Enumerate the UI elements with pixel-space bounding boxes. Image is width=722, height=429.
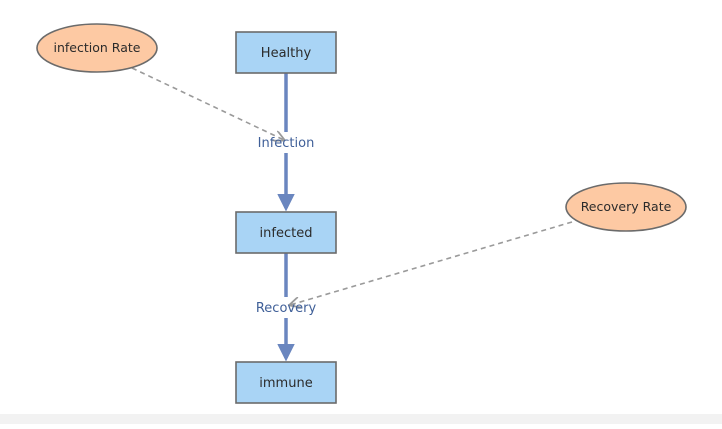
stock-immune-label: immune (259, 376, 312, 391)
link-recovery-rate-to-recovery[interactable] (290, 221, 573, 305)
link-infection-rate-to-infection[interactable] (131, 67, 284, 140)
stock-infected-label: infected (260, 226, 313, 241)
aux-recovery-rate-label: Recovery Rate (581, 199, 672, 214)
stock-immune[interactable]: immune (235, 361, 337, 404)
stock-healthy[interactable]: Healthy (235, 31, 337, 74)
flow-label-recovery[interactable]: Recovery (256, 301, 317, 316)
aux-recovery-rate[interactable]: Recovery Rate (565, 182, 687, 232)
aux-infection-rate-label: infection Rate (54, 40, 141, 55)
stock-infected[interactable]: infected (235, 211, 337, 254)
aux-infection-rate[interactable]: infection Rate (36, 23, 158, 73)
flow-label-infection[interactable]: Infection (258, 136, 315, 151)
stock-healthy-label: Healthy (261, 46, 312, 61)
canvas-bottom-band (0, 414, 722, 424)
